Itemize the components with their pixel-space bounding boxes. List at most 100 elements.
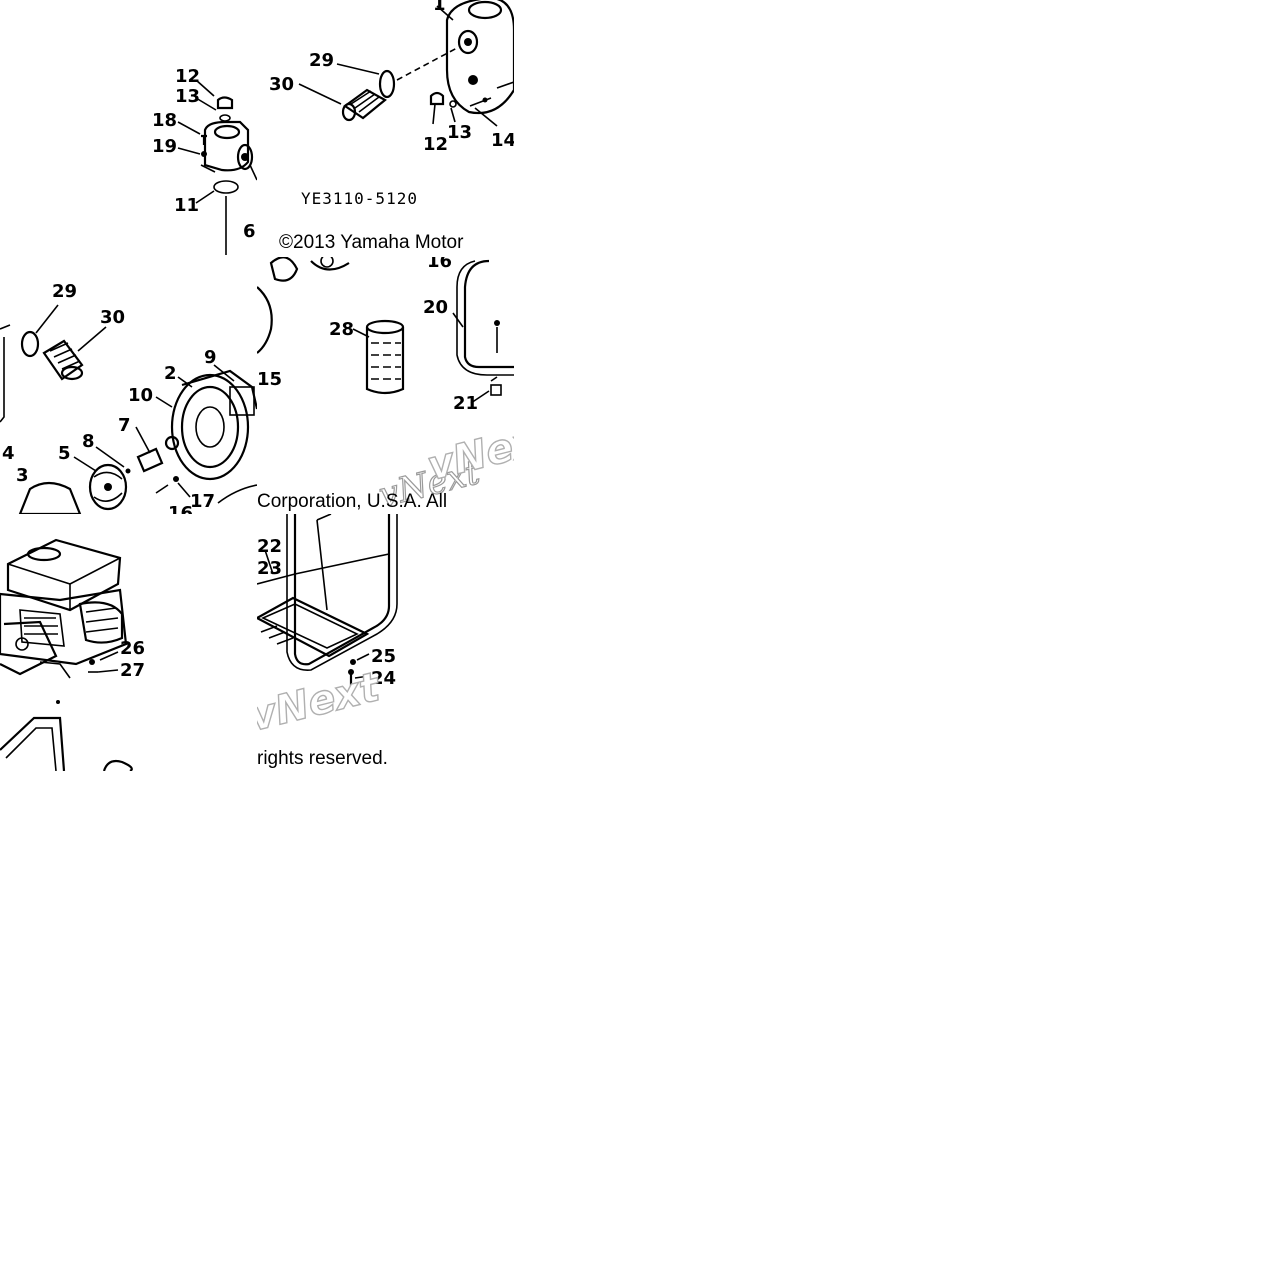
impeller-5 (88, 463, 128, 511)
leader-13 (195, 97, 217, 111)
callout-label: 4 (2, 443, 15, 464)
frame-base (257, 514, 398, 671)
leader-fit (200, 164, 216, 173)
nut-leader (490, 376, 498, 382)
leader-14 (474, 107, 498, 127)
leader-21 (470, 390, 490, 404)
casing-outlet-hole (464, 38, 472, 46)
gasket-curve (257, 286, 273, 354)
housing-core (195, 406, 225, 448)
callout-label: 30 (100, 307, 125, 328)
frame-drawing: 22 23 25 24 vNext rights reserved. (257, 514, 398, 769)
leader-24 (354, 675, 370, 679)
callout-label: 11 (174, 195, 199, 216)
leader-17 (177, 482, 191, 498)
callout-label: 13 (175, 86, 200, 107)
callout-label: 5 (58, 443, 71, 464)
diagram-tile-strainer: 16 20 28 21 15 vNext vNext Corporation, … (257, 257, 514, 514)
leader-30 (77, 326, 107, 352)
hose-30 (42, 339, 84, 381)
frame-inner (5, 727, 57, 771)
washer-small (125, 468, 131, 474)
assembly-line (396, 47, 458, 81)
drain-plug (468, 75, 478, 85)
callout-label: 18 (152, 110, 177, 131)
copyright-line-3: rights reserved. (257, 748, 388, 769)
bolt-handle (494, 320, 500, 326)
leader-7 (135, 426, 151, 454)
diagram-tile-fitting: 12 13 18 19 11 6 (0, 0, 257, 257)
leader-18 (177, 121, 201, 135)
leader-13b (450, 107, 456, 123)
casing-drawing: 1 29 30 12 13 14 YE3110-5120 ©2013 Yamah… (269, 0, 514, 253)
bolt-17 (173, 476, 179, 482)
bolt-part (201, 134, 207, 145)
diagram-tile-impeller: 29 30 2 9 10 7 8 5 4 3 17 16 (0, 257, 257, 514)
callout-label: 2 (164, 363, 177, 384)
callout-label: 9 (204, 347, 217, 368)
callout-label: 6 (243, 221, 256, 242)
nut-part (201, 151, 207, 157)
housing-10 (170, 373, 250, 481)
engine-body (0, 538, 128, 679)
callout-label: 15 (257, 369, 282, 390)
oring-29 (20, 330, 40, 358)
callout-label: 3 (16, 465, 29, 486)
leader-10 (155, 396, 173, 408)
callout-label: 12 (175, 66, 200, 87)
oring-29 (378, 69, 396, 99)
callout-label: 10 (128, 385, 153, 406)
callout-label: 23 (257, 558, 282, 579)
dot-marker (56, 700, 60, 704)
callout-label: 13 (447, 122, 472, 143)
callout-label: 28 (329, 319, 354, 340)
callout-label: 30 (269, 74, 294, 95)
leader-11 (195, 190, 215, 204)
frame-edge (0, 324, 11, 423)
callout-label: 1 (433, 0, 446, 15)
frame-curve (217, 484, 257, 504)
washer-part (219, 114, 231, 122)
callout-label: 12 (423, 134, 448, 155)
handle-20 (463, 259, 514, 369)
fitting-top-port (213, 124, 241, 140)
callout-label: 14 (491, 130, 514, 151)
casing-port (467, 0, 503, 20)
leader-right (496, 81, 514, 89)
frame-part (0, 716, 66, 771)
leader-30 (298, 83, 342, 105)
callout-label: 25 (371, 646, 396, 667)
bolt-26 (89, 659, 95, 665)
washer-13 (449, 100, 457, 108)
callout-label: 17 (190, 491, 215, 512)
frame-foot (102, 759, 133, 771)
casing-shape (445, 0, 514, 115)
leader-1 (436, 5, 454, 21)
leader-9 (213, 364, 235, 382)
callout-label: 22 (257, 536, 282, 557)
casing-outlet (457, 29, 479, 55)
hose-fitting (341, 88, 387, 122)
bolt-14-head (482, 97, 488, 103)
leader-28 (352, 328, 370, 338)
engine-drawing: 26 27 (0, 538, 145, 771)
diagram-tile-casing: 1 29 30 12 13 14 YE3110-5120 ©2013 Yamah… (257, 0, 514, 257)
watermark: vNext (257, 664, 386, 741)
leader-25 (356, 653, 370, 661)
fitting-side-port (236, 143, 254, 171)
part-fragment (310, 260, 350, 271)
fitting-leader (249, 164, 257, 181)
seal-8 (164, 435, 180, 451)
handle-inner (456, 260, 514, 376)
callout-label: 24 (371, 668, 396, 689)
washer-25 (350, 659, 356, 665)
copyright-line-2: Corporation, U.S.A. All (257, 491, 447, 512)
cover-3 (18, 481, 82, 514)
copyright-line-1: ©2013 Yamaha Motor (279, 232, 464, 253)
leader-20 (452, 312, 464, 328)
callout-label: 29 (52, 281, 77, 302)
callout-label: 19 (152, 136, 177, 157)
callout-label: 16 (427, 257, 452, 272)
fitting-body-shape (203, 120, 250, 172)
